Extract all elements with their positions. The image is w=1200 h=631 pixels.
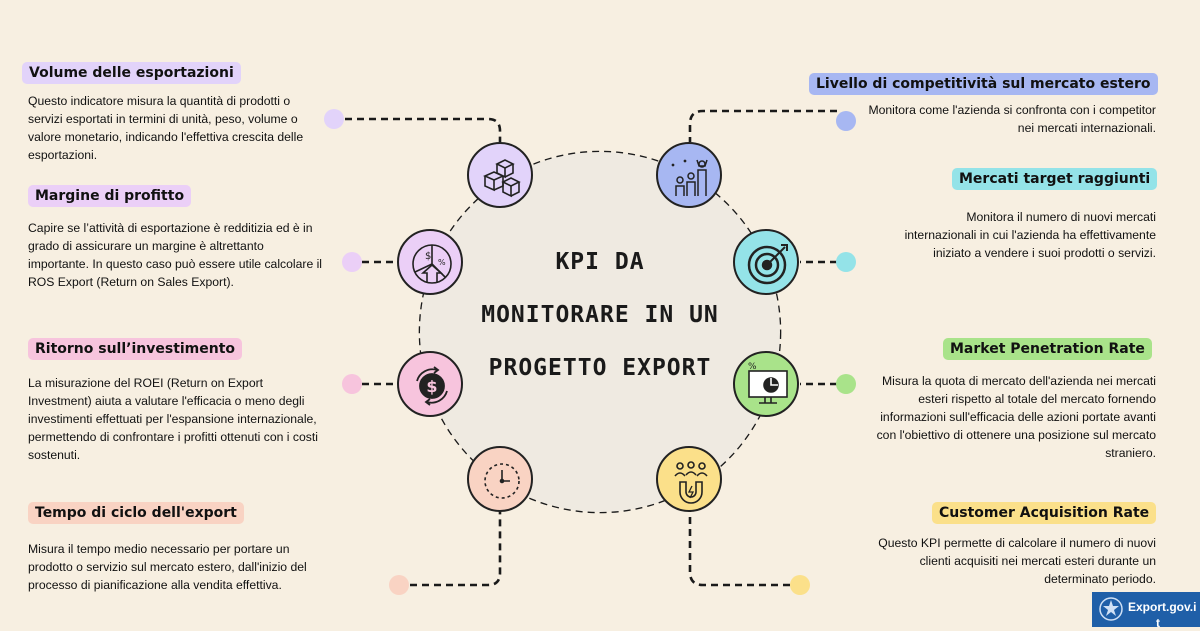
connector-tempo bbox=[410, 505, 502, 587]
market-chart-icon: % bbox=[733, 351, 799, 417]
mercati-desc: Monitora il numero di nuovi mercati inte… bbox=[904, 210, 1156, 260]
market-desc: Misura la quota di mercato dell'azienda … bbox=[876, 374, 1156, 460]
magnet-customers-icon bbox=[656, 446, 722, 512]
customer-title: Customer Acquisition Rate bbox=[932, 502, 1157, 524]
customer-desc: Questo KPI permette di calcolare il nume… bbox=[878, 536, 1156, 586]
clock-icon bbox=[467, 446, 533, 512]
center-title-line: KPI DA bbox=[555, 249, 645, 275]
boxes-icon bbox=[467, 142, 533, 208]
livello-dot bbox=[836, 111, 856, 131]
connector-volume bbox=[345, 117, 502, 142]
center-title-line: PROGETTO EXPORT bbox=[488, 355, 712, 381]
mercati-dot bbox=[836, 252, 856, 272]
logo-line2: t bbox=[1156, 616, 1160, 630]
ritorno-title: Ritorno sull’investimento bbox=[28, 338, 243, 360]
profit-chart-icon: $ % bbox=[397, 229, 463, 295]
customer-dot bbox=[790, 575, 810, 595]
svg-text:$: $ bbox=[426, 377, 437, 396]
dollar-cycle-icon: $ bbox=[397, 351, 463, 417]
margine-title: Margine di profitto bbox=[28, 185, 192, 207]
ritorno-desc: La misurazione del ROEI (Return on Expor… bbox=[28, 376, 318, 462]
volume-title: Volume delle esportazioni bbox=[22, 62, 241, 84]
market-title: Market Penetration Rate bbox=[943, 338, 1152, 360]
livello-title: Livello di competitività sul mercato est… bbox=[809, 73, 1158, 95]
mercati-title: Mercati target raggiunti bbox=[952, 168, 1158, 190]
margine-dot bbox=[342, 252, 362, 272]
tempo-dot bbox=[389, 575, 409, 595]
competition-icon bbox=[656, 142, 722, 208]
logo-line1: Export.gov.i bbox=[1128, 600, 1197, 614]
svg-text:%: % bbox=[438, 258, 446, 267]
tempo-title: Tempo di ciclo dell'export bbox=[28, 502, 244, 524]
livello-desc: Monitora come l'azienda si confronta con… bbox=[868, 103, 1156, 135]
svg-text:%: % bbox=[748, 362, 757, 372]
tempo-desc: Misura il tempo medio necessario per por… bbox=[28, 542, 307, 592]
center-title: KPI DA MONITORARE IN UN PROGETTO EXPORT bbox=[440, 236, 760, 395]
volume-dot bbox=[324, 109, 344, 129]
logo-box[interactable] bbox=[1092, 592, 1200, 627]
target-icon bbox=[733, 229, 799, 295]
connector-customer bbox=[688, 505, 790, 587]
margine-desc: Capire se l’attività di esportazione è r… bbox=[28, 221, 323, 289]
ritorno-dot bbox=[342, 374, 362, 394]
emblem-icon bbox=[1099, 597, 1123, 621]
logo-text[interactable]: Export.gov.i t bbox=[1128, 599, 1196, 631]
center-title-line: MONITORARE IN UN bbox=[481, 302, 719, 328]
connector-livello bbox=[688, 109, 837, 142]
volume-desc: Questo indicatore misura la quantità di … bbox=[28, 94, 304, 162]
svg-text:$: $ bbox=[425, 251, 431, 262]
market-dot bbox=[836, 374, 856, 394]
